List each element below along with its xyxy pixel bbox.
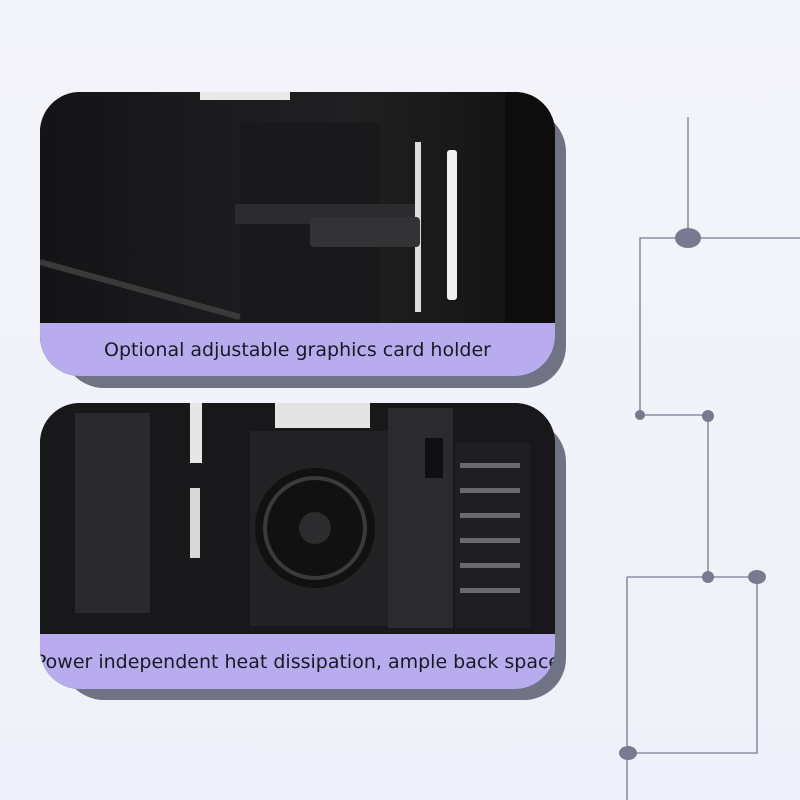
feature-card-power-supply: Power independent heat dissipation, ampl… — [40, 403, 555, 689]
feature-card-gpu-holder: Optional adjustable graphics card holder — [40, 92, 555, 376]
graphics-card-holder-photo — [40, 92, 555, 324]
feature-caption: Power independent heat dissipation, ampl… — [40, 634, 555, 689]
feature-caption: Optional adjustable graphics card holder — [40, 323, 555, 376]
power-supply-photo — [40, 403, 555, 634]
